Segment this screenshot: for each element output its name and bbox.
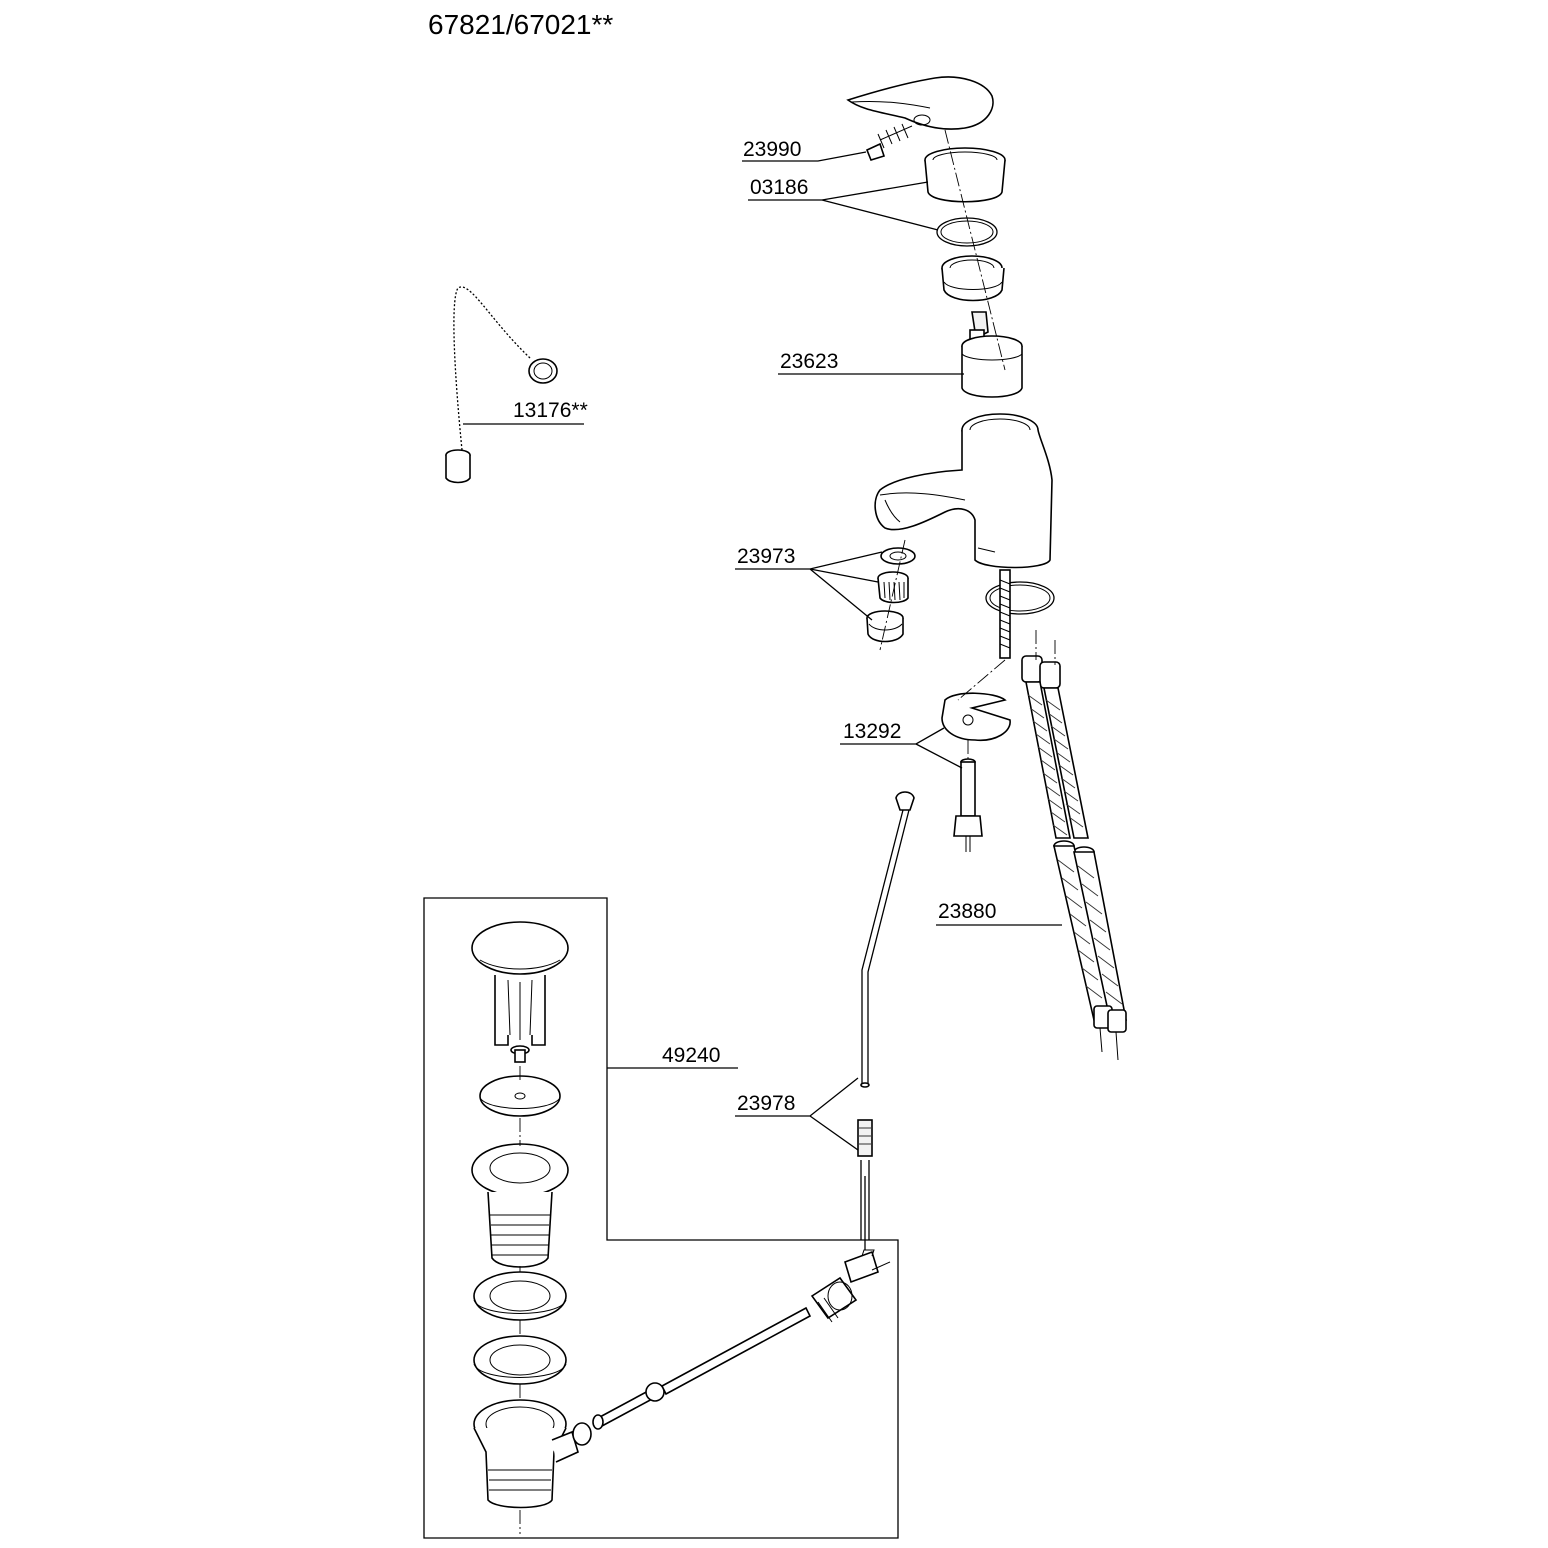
flange-washer <box>479 1075 561 1117</box>
cover-cap <box>924 147 1006 203</box>
pivot-nut <box>810 1276 858 1323</box>
hose-axis <box>1035 630 1056 665</box>
label-13292: 13292 <box>843 720 901 743</box>
lift-rod-clip <box>844 1249 891 1284</box>
label-03186: 03186 <box>750 176 808 199</box>
outlet-axis <box>879 539 906 651</box>
label-13176: 13176** <box>513 399 588 422</box>
cartridge <box>961 311 1023 398</box>
faucet-body <box>874 413 1053 569</box>
pop-up-plug <box>471 921 569 1063</box>
aerator-parts <box>866 547 916 643</box>
waste-body <box>473 1399 579 1509</box>
lift-rod <box>857 791 915 1250</box>
stud-axis <box>957 659 1006 760</box>
o-ring <box>936 217 998 247</box>
label-23623: 23623 <box>780 350 838 373</box>
faucet-axis <box>944 129 1006 371</box>
callout-49240: 49240 <box>607 1044 738 1069</box>
handle-screw <box>865 123 913 161</box>
waste-seal-lower <box>473 1335 567 1385</box>
handle-lever <box>846 76 994 130</box>
label-23973: 23973 <box>737 545 795 568</box>
model-number-title: 67821/67021** <box>428 9 613 40</box>
waste-flange <box>471 1143 569 1268</box>
chain-plug <box>445 286 558 484</box>
cartridge-nut <box>941 255 1005 302</box>
label-49240: 49240 <box>662 1044 720 1067</box>
callout-13176: 13176** <box>463 399 588 425</box>
label-23978: 23978 <box>737 1092 795 1115</box>
callout-23623: 23623 <box>778 350 964 375</box>
flex-hoses <box>1021 655 1127 1061</box>
callout-03186: 03186 <box>748 176 939 231</box>
label-23990: 23990 <box>743 138 801 161</box>
base-gasket <box>985 581 1055 615</box>
callout-23973: 23973 <box>735 545 883 621</box>
callout-13292: 13292 <box>840 720 963 769</box>
threaded-stud <box>999 569 1011 659</box>
waste-set-frame <box>423 897 899 1539</box>
waste-seal-upper <box>473 1271 567 1321</box>
callout-23880: 23880 <box>936 900 1062 926</box>
pivot-rod <box>572 1306 812 1446</box>
callout-23978: 23978 <box>735 1077 859 1151</box>
fixing-bolt <box>953 758 983 852</box>
callout-23990: 23990 <box>742 138 867 162</box>
fixing-plate <box>941 692 1011 742</box>
label-23880: 23880 <box>938 900 996 923</box>
